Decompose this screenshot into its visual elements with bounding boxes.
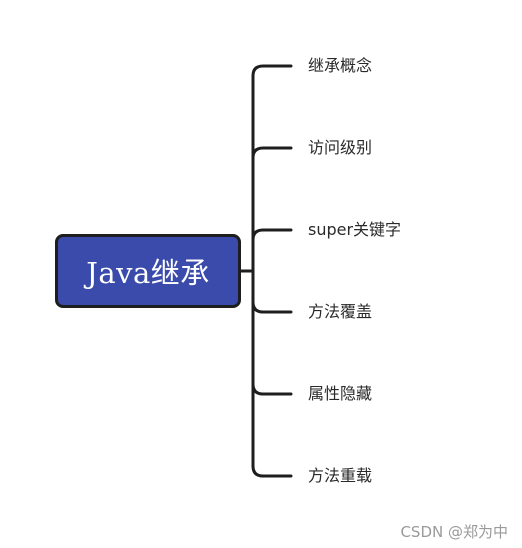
branch-connector-2: [251, 146, 293, 160]
branch-node-method-override[interactable]: 方法覆盖: [308, 302, 373, 321]
branch-connector-4: [251, 300, 293, 314]
watermark: CSDN @郑为中: [400, 523, 508, 541]
branch-node-inheritance-concept[interactable]: 继承概念: [308, 56, 373, 75]
branch-connector-5: [251, 382, 293, 396]
root-label: Java继承: [86, 256, 210, 290]
branch-connector-3: [251, 228, 293, 242]
branch-node-field-hiding[interactable]: 属性隐藏: [308, 384, 373, 403]
root-node[interactable]: Java继承: [55, 234, 241, 308]
branch-connector-6: [251, 464, 293, 478]
branch-node-access-level[interactable]: 访问级别: [308, 138, 373, 157]
branch-connector-1: [251, 64, 293, 78]
branch-node-super-keyword[interactable]: super关键字: [308, 220, 402, 239]
branch-node-method-overload[interactable]: 方法重载: [308, 466, 373, 485]
